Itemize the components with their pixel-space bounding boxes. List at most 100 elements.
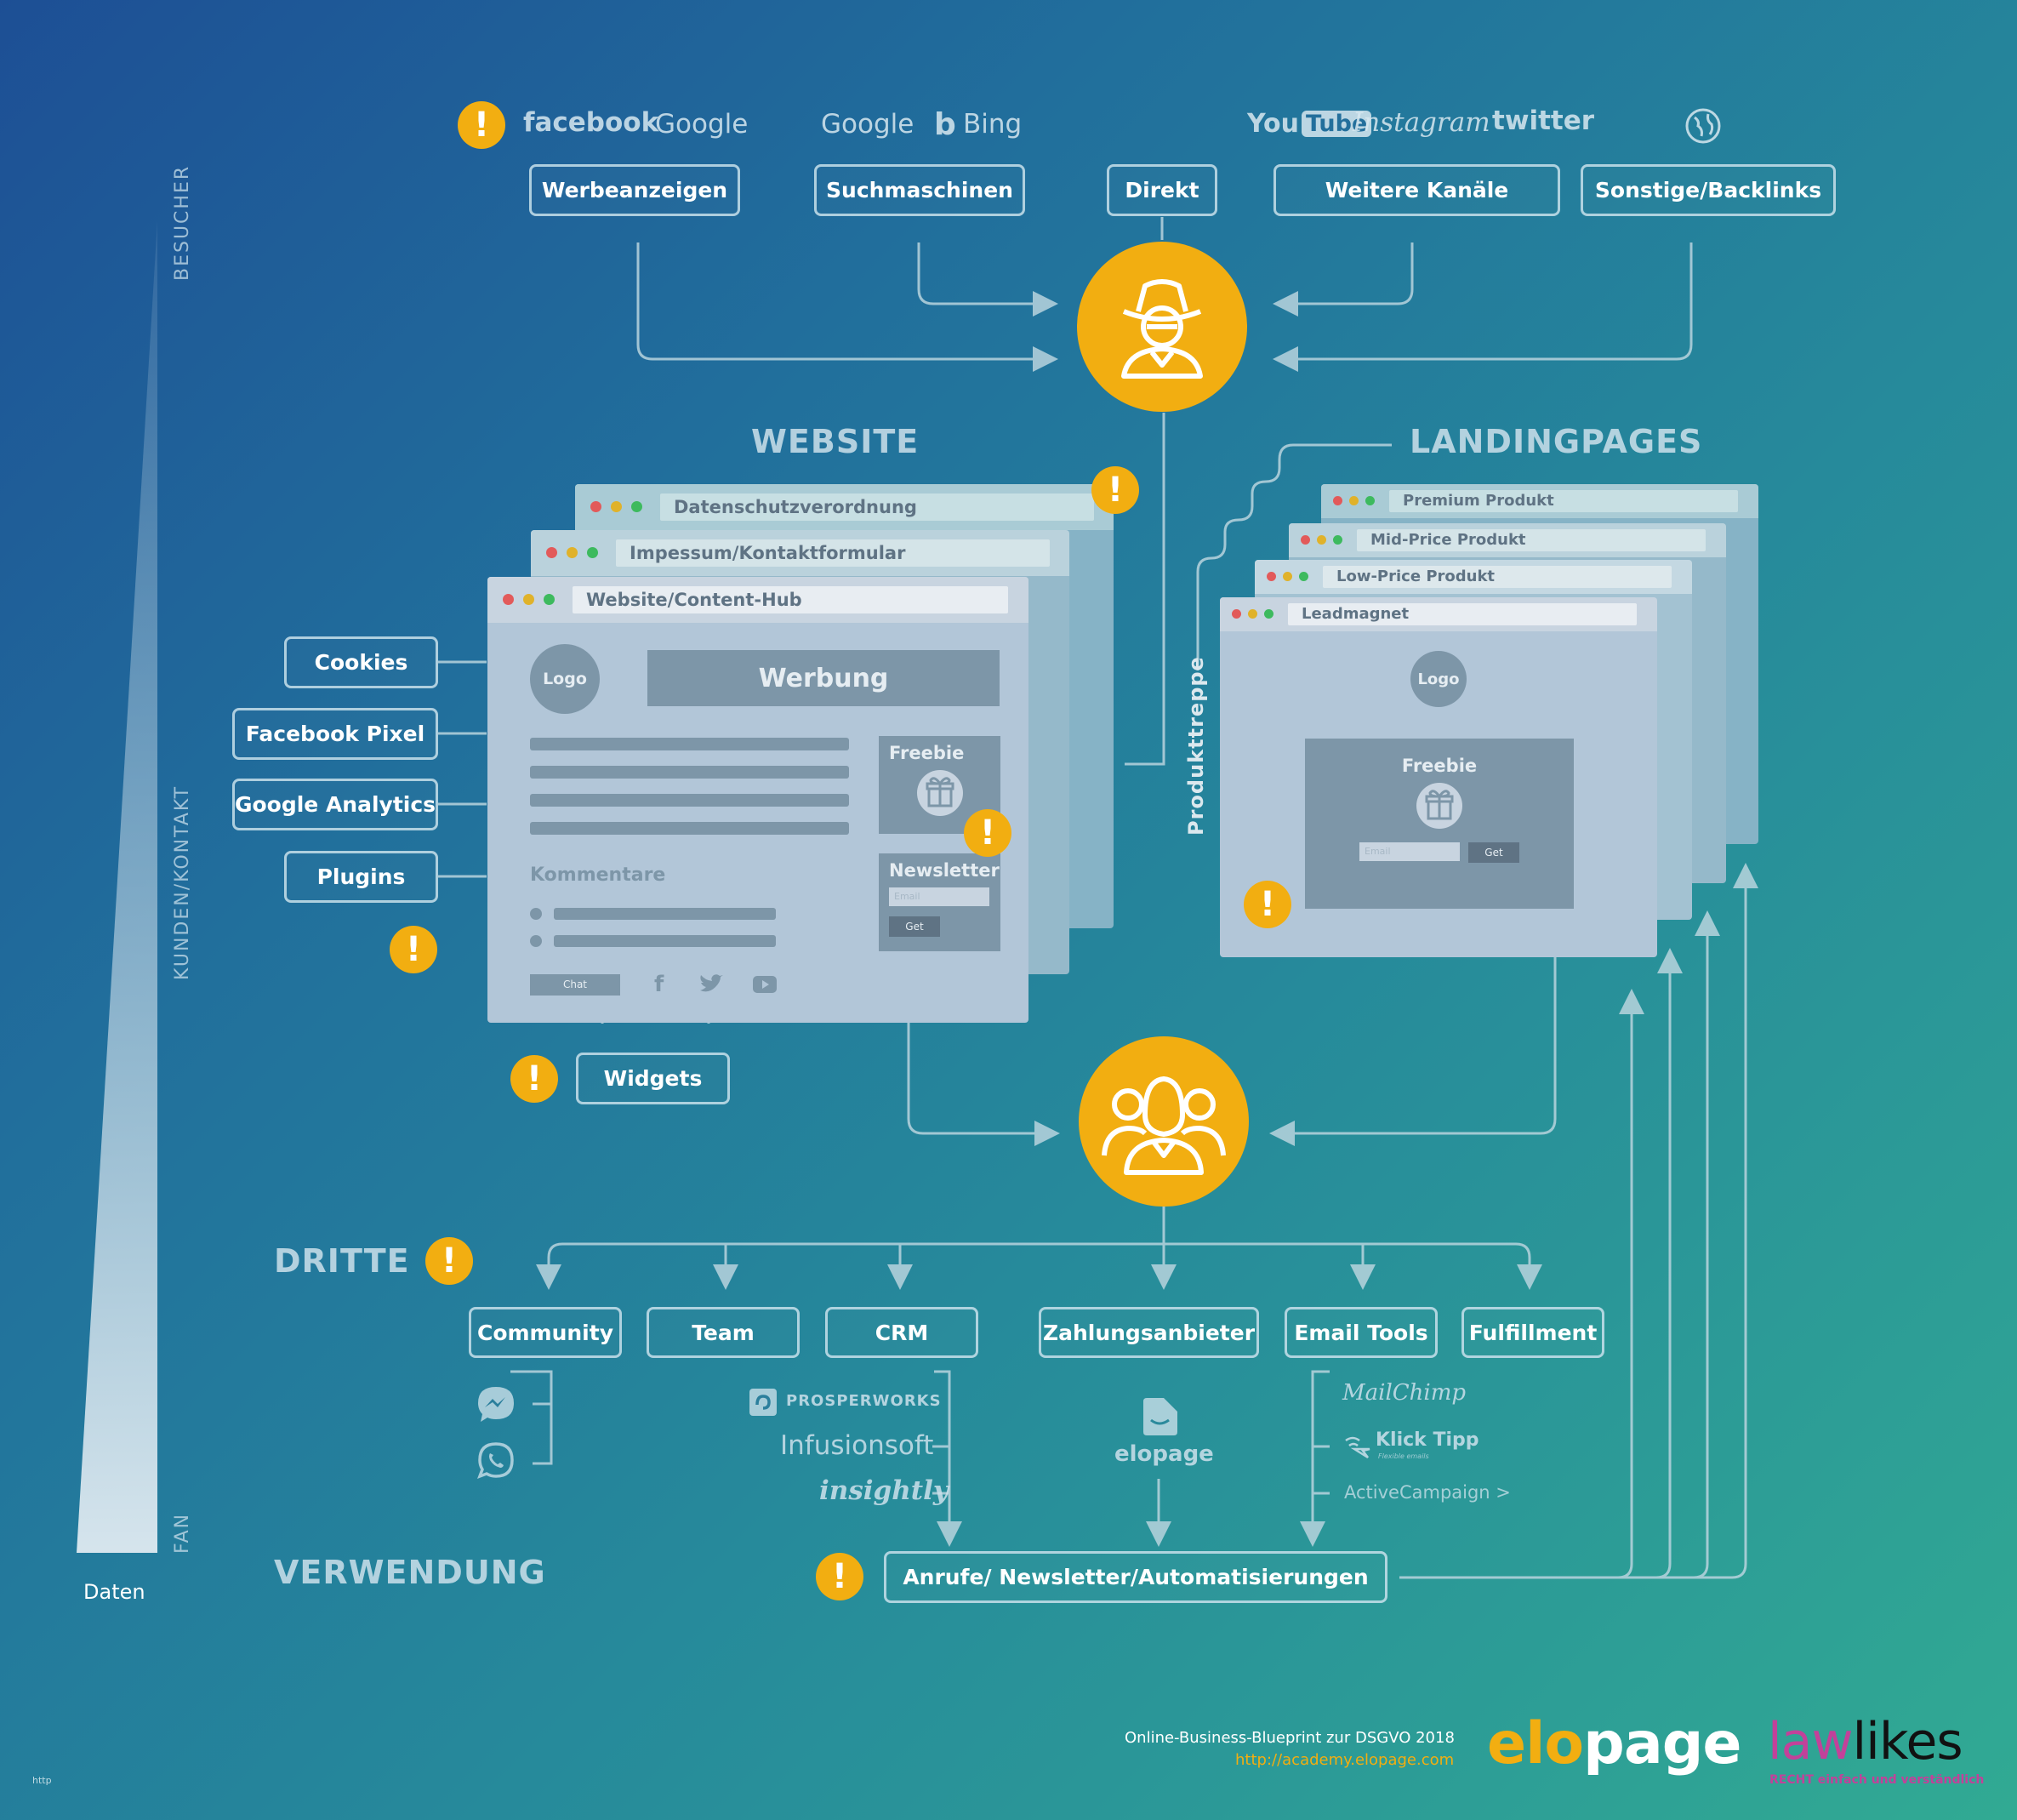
axis-fan: FAN [172,1512,193,1554]
newsletter-email-field[interactable]: Email [889,887,989,906]
prosperworks-icon [749,1389,777,1416]
mailchimp-logo: MailChimp [1342,1380,1467,1406]
bing-icon: b [934,107,956,142]
users-hub [1079,1036,1249,1207]
site-logo: Logo [530,644,600,714]
warning-icon: ! [1091,466,1139,514]
browser-url: Datenschutzverordnung [660,494,1094,521]
landingpages-title: LANDINGPAGES [1410,423,1703,460]
users-icon [1102,1076,1226,1175]
side-item-facebook-pixel: Facebook Pixel [232,708,438,760]
leadmagnet-get-button[interactable]: Get [1468,842,1519,863]
messenger-icon [478,1387,514,1422]
axis-customer: KUNDEN/KONTAKT [172,784,193,980]
source-direct: Direkt [1107,164,1217,216]
footer-caption: Online-Business-Blueprint zur DSGVO 2018 [1125,1729,1455,1747]
text-line [530,822,849,835]
twitter-icon [700,974,723,992]
source-other-channels: Weitere Kanäle [1273,164,1560,216]
third-crm: CRM [825,1307,978,1358]
youtube-logo: You Tube [1247,109,1372,139]
warning-icon: ! [458,101,505,149]
footer-url[interactable]: http://academy.elopage.com [1235,1751,1455,1769]
third-parties-title: DRITTE [274,1242,410,1280]
leadmagnet-freebie-box: Freebie Email Get [1305,739,1574,909]
whatsapp-icon [477,1442,514,1479]
warning-icon: ! [425,1237,473,1285]
leadmagnet-email-field[interactable]: Email [1359,842,1460,861]
landing-logo: Logo [1410,651,1467,707]
elopage-logo: elopage [1487,1710,1742,1777]
facebook-logo: facebook [523,107,659,138]
product-stairs-label: Produkttreppe [1184,656,1208,836]
warning-icon: ! [964,809,1011,857]
data-wedge [77,221,157,1553]
axis-visitor: BESUCHER [172,164,193,281]
landing-window-leadmagnet: Leadmagnet Logo Freebie Email Get [1220,597,1657,957]
visitor-hub [1077,242,1247,412]
google-logo: Google [655,109,749,140]
warning-icon: ! [390,926,437,973]
side-item-cookies: Cookies [284,636,438,688]
text-line [530,738,849,750]
usage-box: Anrufe/ Newsletter/Automatisierungen [884,1551,1387,1603]
gift-icon [1416,783,1462,829]
comments-label: Kommentare [530,864,666,886]
text-line [530,766,849,779]
newsletter-label: Newsletter [889,860,1000,881]
browser-window-content-hub: Website/Content-Hub Logo Werbung Freebie… [487,577,1028,1023]
freebie-label: Freebie [889,743,965,763]
usage-title: VERWENDUNG [274,1554,546,1591]
third-team: Team [647,1307,800,1358]
bing-logo: Bing [963,109,1023,140]
youtube-icon [753,976,777,993]
lawlikes-logo: lawlikes [1768,1712,1963,1772]
third-community: Community [469,1307,622,1358]
website-title: WEBSITE [751,423,920,460]
axis-data-label: Daten [83,1580,145,1604]
comment-bullet [530,908,542,920]
landing-url: Mid-Price Produkt [1357,529,1706,551]
warning-icon: ! [510,1055,558,1103]
leadmagnet-freebie-label: Freebie [1401,756,1478,776]
browser-url: Impessum/Kontaktformular [616,539,1050,567]
comment-bullet [530,935,542,947]
google-logo-2: Google [821,109,914,140]
warning-icon: ! [1244,881,1291,928]
newsletter-box: Newsletter Email Get [879,853,1000,951]
text-line [530,794,849,807]
instagram-logo: Instagram [1353,107,1490,138]
third-fulfillment: Fulfillment [1461,1307,1604,1358]
facebook-icon: f [654,972,664,997]
widgets-box: Widgets [576,1053,730,1104]
chat-widget[interactable]: Chat [530,974,620,996]
landing-url: Leadmagnet [1288,603,1637,625]
source-search: Suchmaschinen [814,164,1025,216]
side-item-plugins: Plugins [284,851,438,903]
activecampaign-logo: ActiveCampaign > [1344,1482,1511,1503]
insightly-logo: insightly [819,1475,949,1506]
globe-icon [1685,108,1721,144]
newsletter-get-button[interactable]: Get [889,916,940,937]
comment-line [554,935,776,947]
browser-url: Website/Content-Hub [573,586,1008,613]
source-backlinks: Sonstige/Backlinks [1581,164,1836,216]
landing-url: Low-Price Produkt [1323,566,1672,588]
klicktipp-tagline: Flexible emails [1378,1452,1429,1460]
landing-url: Premium Produkt [1389,490,1738,512]
third-email-tools: Email Tools [1285,1307,1438,1358]
warning-icon: ! [816,1553,863,1600]
elopage-payment-logo: elopage [1114,1441,1214,1467]
ad-banner: Werbung [647,650,1000,706]
infusionsoft-logo: Infusionsoft [780,1430,934,1461]
prosperworks-logo: PROSPERWORKS [786,1392,942,1410]
klicktipp-logo: Klick Tipp [1376,1429,1479,1451]
elopage-bag-icon [1143,1398,1177,1435]
side-item-google-analytics: Google Analytics [232,779,438,830]
visitor-icon [1121,279,1203,379]
twitter-logo: twitter [1492,106,1595,136]
corner-text: http [32,1775,52,1786]
klicktipp-icon [1345,1436,1370,1459]
lawlikes-tagline: RECHT einfach und verständlich [1769,1773,1985,1787]
